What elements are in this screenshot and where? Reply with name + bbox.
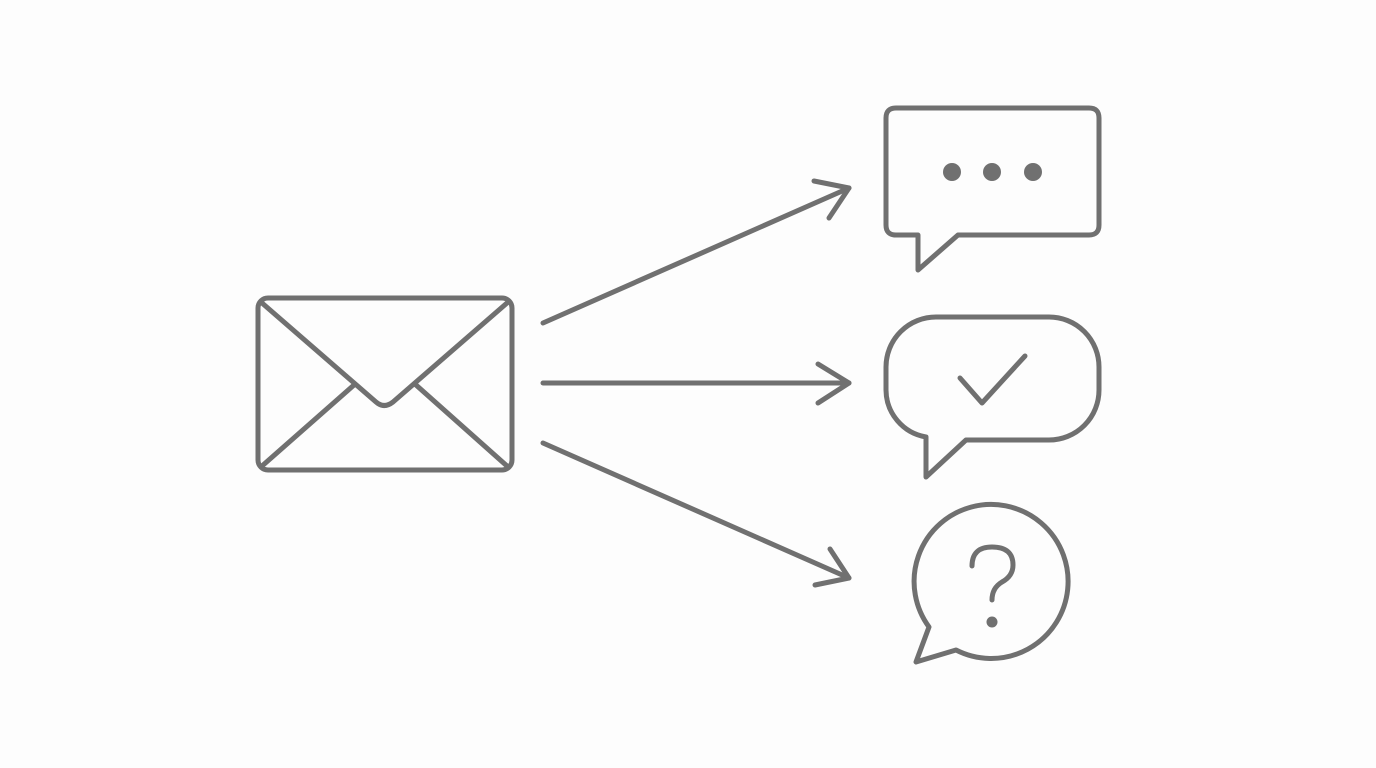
dot-icon <box>943 163 961 181</box>
dot-icon <box>1024 163 1042 181</box>
question-mark-icon <box>969 544 1016 628</box>
speech-bubble-ellipsis-icon <box>883 105 1102 273</box>
envelope-icon <box>255 295 515 473</box>
arrow-right-down-icon <box>540 440 852 588</box>
checkmark-icon <box>957 353 1028 406</box>
arrow-right-icon <box>540 361 852 406</box>
speech-bubble-question-icon <box>911 502 1071 665</box>
dot-icon <box>983 163 1001 181</box>
speech-bubble-check-icon <box>883 314 1102 480</box>
arrow-right-up-icon <box>540 178 852 326</box>
